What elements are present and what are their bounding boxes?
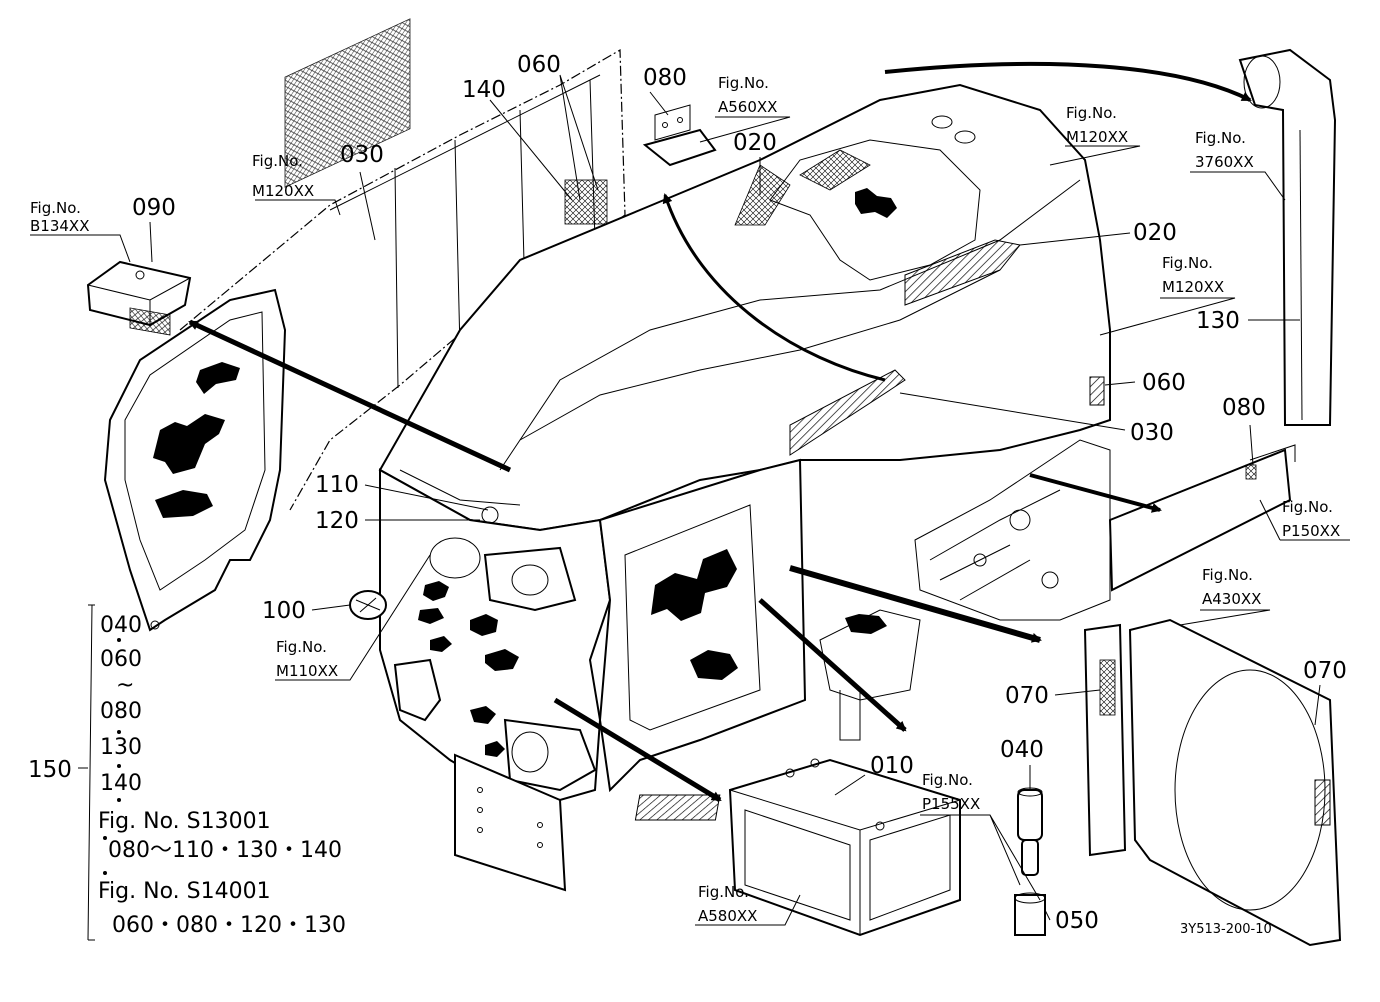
bracket-080-top [642,104,717,167]
part-label-110: 110 [315,472,359,498]
svg-text:Fig.No.: Fig.No. [1066,104,1117,122]
svg-text:3760XX: 3760XX [1195,153,1254,171]
fig-ref-m120-left: Fig.No. M120XX [252,152,314,200]
fig-ref-m110: Fig.No. M110XX [276,638,338,680]
svg-text:Fig.No.: Fig.No. [1202,566,1253,584]
svg-text:Fig.No.: Fig.No. [718,74,769,92]
part-label-060-top: 060 [517,52,561,78]
part-label-030-left: 030 [340,142,384,168]
svg-text:Fig.No.: Fig.No. [1162,254,1213,272]
battery [634,758,961,937]
part-label-090: 090 [132,195,176,221]
svg-text:Fig.No.: Fig.No. [252,152,303,170]
svg-text:Fig.No.: Fig.No. [276,638,327,656]
part-label-130: 130 [1196,308,1240,334]
svg-text:Fig.No.: Fig.No. [698,883,749,901]
svg-text:M120XX: M120XX [1162,278,1224,296]
svg-text:M120XX: M120XX [1066,128,1128,146]
fig-ref-a560: Fig.No. A560XX [718,74,777,116]
svg-text:Fig.No.: Fig.No. [922,771,973,789]
svg-text:Fig.No.: Fig.No. [1195,129,1246,147]
exhaust-stack [1238,48,1337,426]
figure-references: Fig.No. B134XX Fig.No. M120XX Fig.No. A5… [30,74,1340,925]
svg-text:A430XX: A430XX [1202,590,1261,608]
set-note-line: 060 [100,647,142,672]
set-note-line: 130 [100,735,142,760]
svg-text:M110XX: M110XX [276,662,338,680]
set-note-s13001-parts: 080～110・130・140 [108,838,342,863]
fig-ref-a580: Fig.No. A580XX [698,883,757,925]
fig-ref-b134: Fig.No. B134XX [30,199,89,235]
part-label-050: 050 [1055,908,1099,934]
part-number-labels: 060 140 030 090 080 020 020 130 060 030 … [28,52,1347,934]
set-note-line: ~ [116,673,134,698]
part-label-080-right: 080 [1222,395,1266,421]
fig-ref-a430: Fig.No. A430XX [1202,566,1261,608]
svg-text:M120XX: M120XX [252,182,314,200]
part-label-070-right: 070 [1303,658,1347,684]
front-grille [379,468,612,802]
set-note-line: 080 [100,699,142,724]
set-note-s14001-parts: 060・080・120・130 [112,913,346,938]
svg-text:A560XX: A560XX [718,98,777,116]
side-panel [598,458,807,793]
fig-ref-p155: Fig.No. P155XX [922,771,980,813]
drawing-art [30,18,1350,947]
part-label-140: 140 [462,77,506,103]
set-note-line: 140 [100,771,142,796]
fig-ref-m120-right: Fig.No. M120XX [1162,254,1224,296]
part-label-120: 120 [315,508,359,534]
part-label-150: 150 [28,757,72,783]
part-label-030-right: 030 [1130,420,1174,446]
set-note-s13001-ref: Fig. No. S13001 [98,809,271,834]
svg-text:P150XX: P150XX [1282,522,1340,540]
part-label-060-right: 060 [1142,370,1186,396]
fig-ref-p150: Fig.No. P150XX [1282,498,1340,540]
engine-frame [819,439,1111,741]
set-note-150: 040 060 ~ 080 130 140 Fig. No. S13001 08… [98,613,346,938]
svg-text:Fig.No.: Fig.No. [1282,498,1333,516]
front-weight [454,753,567,892]
svg-text:P155XX: P155XX [922,795,980,813]
fig-ref-m120-top: Fig.No. M120XX [1066,104,1128,146]
part-label-010: 010 [870,753,914,779]
set-note-s14001-ref: Fig. No. S14001 [98,879,271,904]
cab-rear-frame [179,18,626,511]
svg-text:Fig.No.: Fig.No. [30,199,81,217]
direction-arrows [188,61,1252,803]
part-label-100: 100 [262,598,306,624]
set-note-line: 040 [100,613,142,638]
gas-stay [1014,787,1046,936]
engine-hood [378,83,1311,532]
part-label-070-left: 070 [1005,683,1049,709]
fig-ref-3760: Fig.No. 3760XX [1195,129,1254,171]
controller-unit-090 [86,260,192,336]
svg-text:B134XX: B134XX [30,217,89,235]
drawing-code: 3Y513-200-10 [1180,922,1272,937]
svg-text:A580XX: A580XX [698,907,757,925]
fan-shroud [1083,618,1342,947]
part-100-ring [349,590,387,620]
part-label-040: 040 [1000,737,1044,763]
leader-lines [30,74,1350,941]
left-door [103,288,287,632]
part-label-080-top: 080 [643,65,687,91]
part-label-020-top: 020 [733,130,777,156]
part-label-020-right: 020 [1133,220,1177,246]
mounting-plate [1108,444,1296,592]
